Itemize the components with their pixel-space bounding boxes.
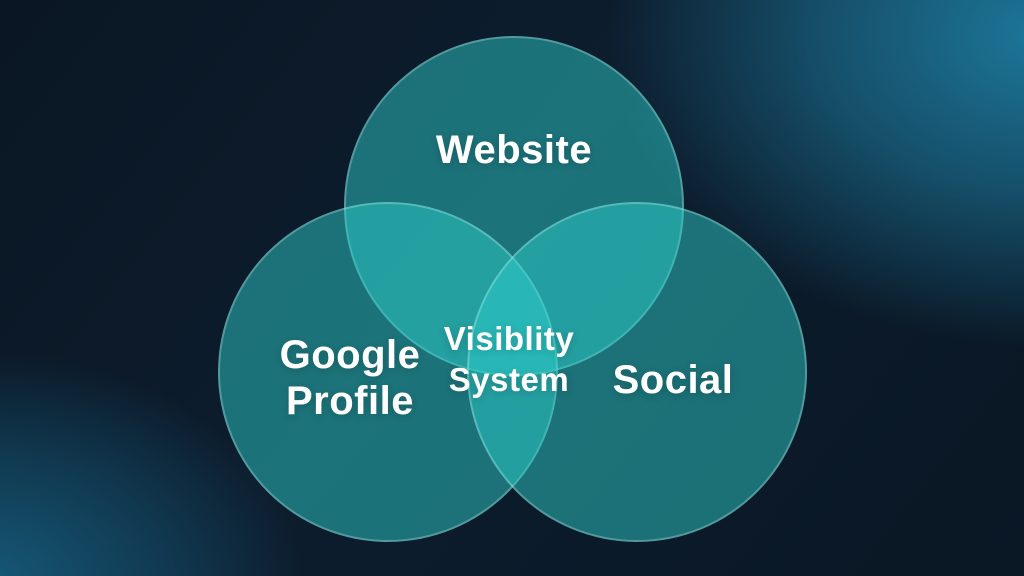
center-overlap-label: Visiblity System bbox=[443, 320, 575, 398]
website-label: Website bbox=[435, 128, 593, 172]
venn-circle-social bbox=[467, 202, 807, 542]
social-label: Social bbox=[612, 358, 734, 402]
google-profile-label: Google Profile bbox=[279, 333, 421, 423]
